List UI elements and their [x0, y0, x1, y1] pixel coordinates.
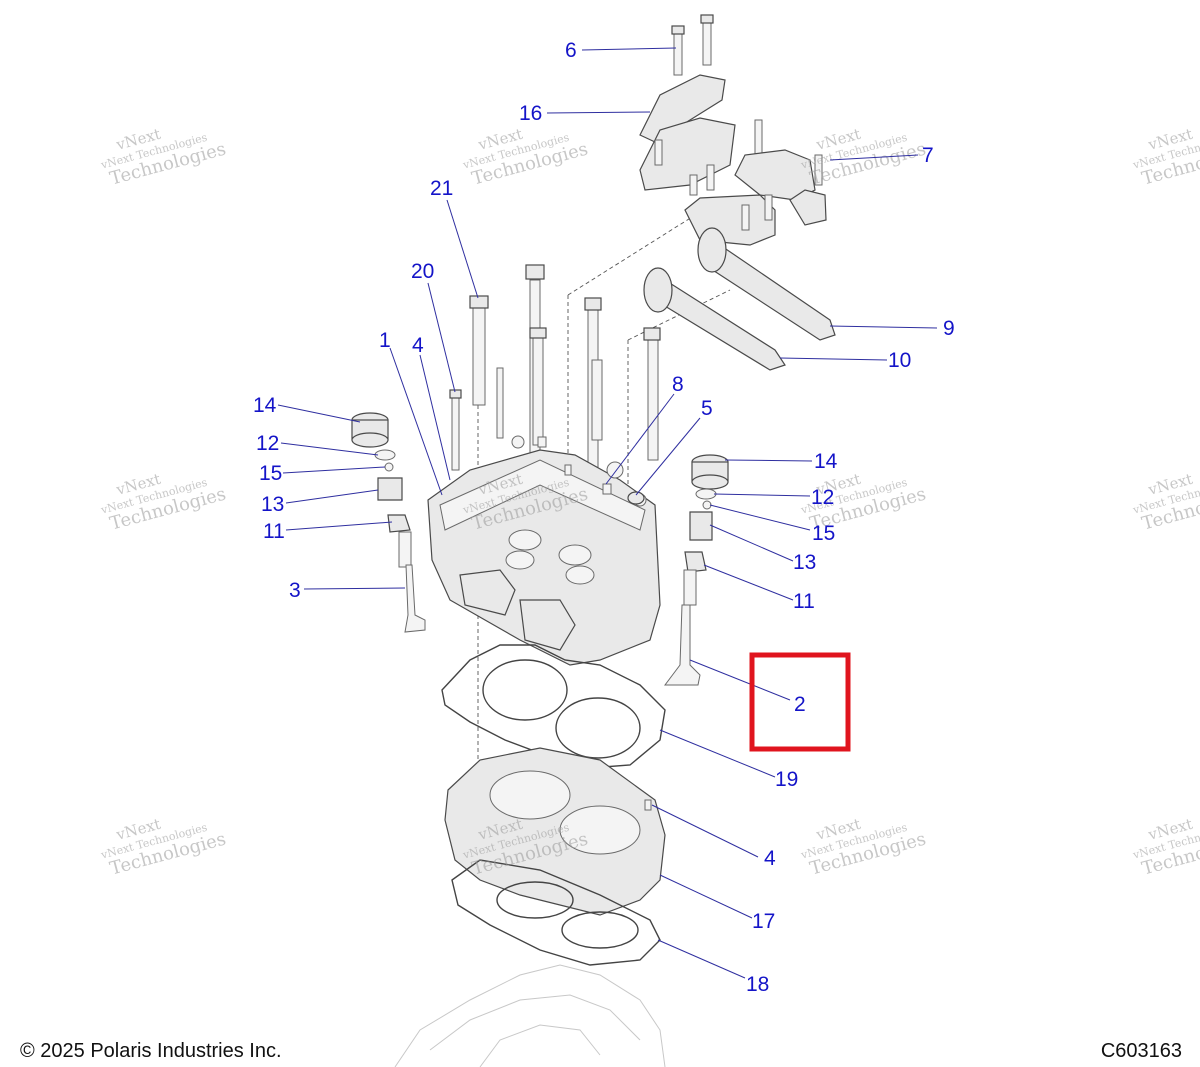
callout-5[interactable]: 5: [701, 397, 713, 420]
callout-labels: 6 16 7 21 20 9 10 1 4 8 5 14 12 15 13 11…: [253, 39, 955, 996]
callout-21[interactable]: 21: [430, 177, 453, 200]
callout-14-left[interactable]: 14: [253, 394, 277, 417]
callout-20[interactable]: 20: [411, 260, 434, 283]
callout-11-left[interactable]: 11: [263, 520, 285, 543]
callout-4-cylinder[interactable]: 4: [764, 847, 776, 870]
callout-19[interactable]: 19: [775, 768, 798, 791]
callout-10[interactable]: 10: [888, 349, 911, 372]
copyright-text: © 2025 Polaris Industries Inc.: [20, 1040, 282, 1062]
callout-14-right[interactable]: 14: [814, 450, 838, 473]
callout-12-right[interactable]: 12: [811, 486, 834, 509]
callout-15-right[interactable]: 15: [812, 522, 835, 545]
callout-18[interactable]: 18: [746, 973, 769, 996]
callout-8[interactable]: 8: [672, 373, 684, 396]
base-gasket: [451, 859, 661, 966]
callout-9[interactable]: 9: [943, 317, 955, 340]
callout-1[interactable]: 1: [379, 329, 391, 352]
crankcase-ghost-outline: [394, 964, 666, 1067]
dowel-and-seal: [602, 483, 645, 505]
callout-13-left[interactable]: 13: [261, 493, 284, 516]
callout-7[interactable]: 7: [922, 144, 934, 167]
camshafts: [643, 227, 836, 371]
callout-12-left[interactable]: 12: [256, 432, 279, 455]
highlight-box: [749, 652, 851, 752]
callout-2[interactable]: 2: [794, 693, 806, 716]
watermarks: vNext vNext Technologies Technologies vN…: [99, 125, 1200, 880]
cylinder-head: [427, 435, 661, 666]
leader-lines: [277, 47, 938, 979]
callout-11-right[interactable]: 11: [793, 590, 815, 613]
callout-17[interactable]: 17: [752, 910, 775, 933]
callout-16[interactable]: 16: [519, 102, 542, 125]
head-gasket: [441, 644, 666, 769]
callout-4-head[interactable]: 4: [412, 334, 424, 357]
drawing-id: C603163: [1100, 1040, 1182, 1062]
callout-6[interactable]: 6: [565, 39, 577, 62]
callout-13-right[interactable]: 13: [793, 551, 816, 574]
callout-3[interactable]: 3: [289, 579, 301, 602]
valve-train-left: [351, 412, 426, 633]
cam-carrier-assembly: [639, 14, 827, 246]
callout-15-left[interactable]: 15: [259, 462, 282, 485]
head-bolts: [449, 264, 661, 471]
valve-train-right: [664, 454, 729, 686]
cylinder-block: [444, 747, 666, 916]
